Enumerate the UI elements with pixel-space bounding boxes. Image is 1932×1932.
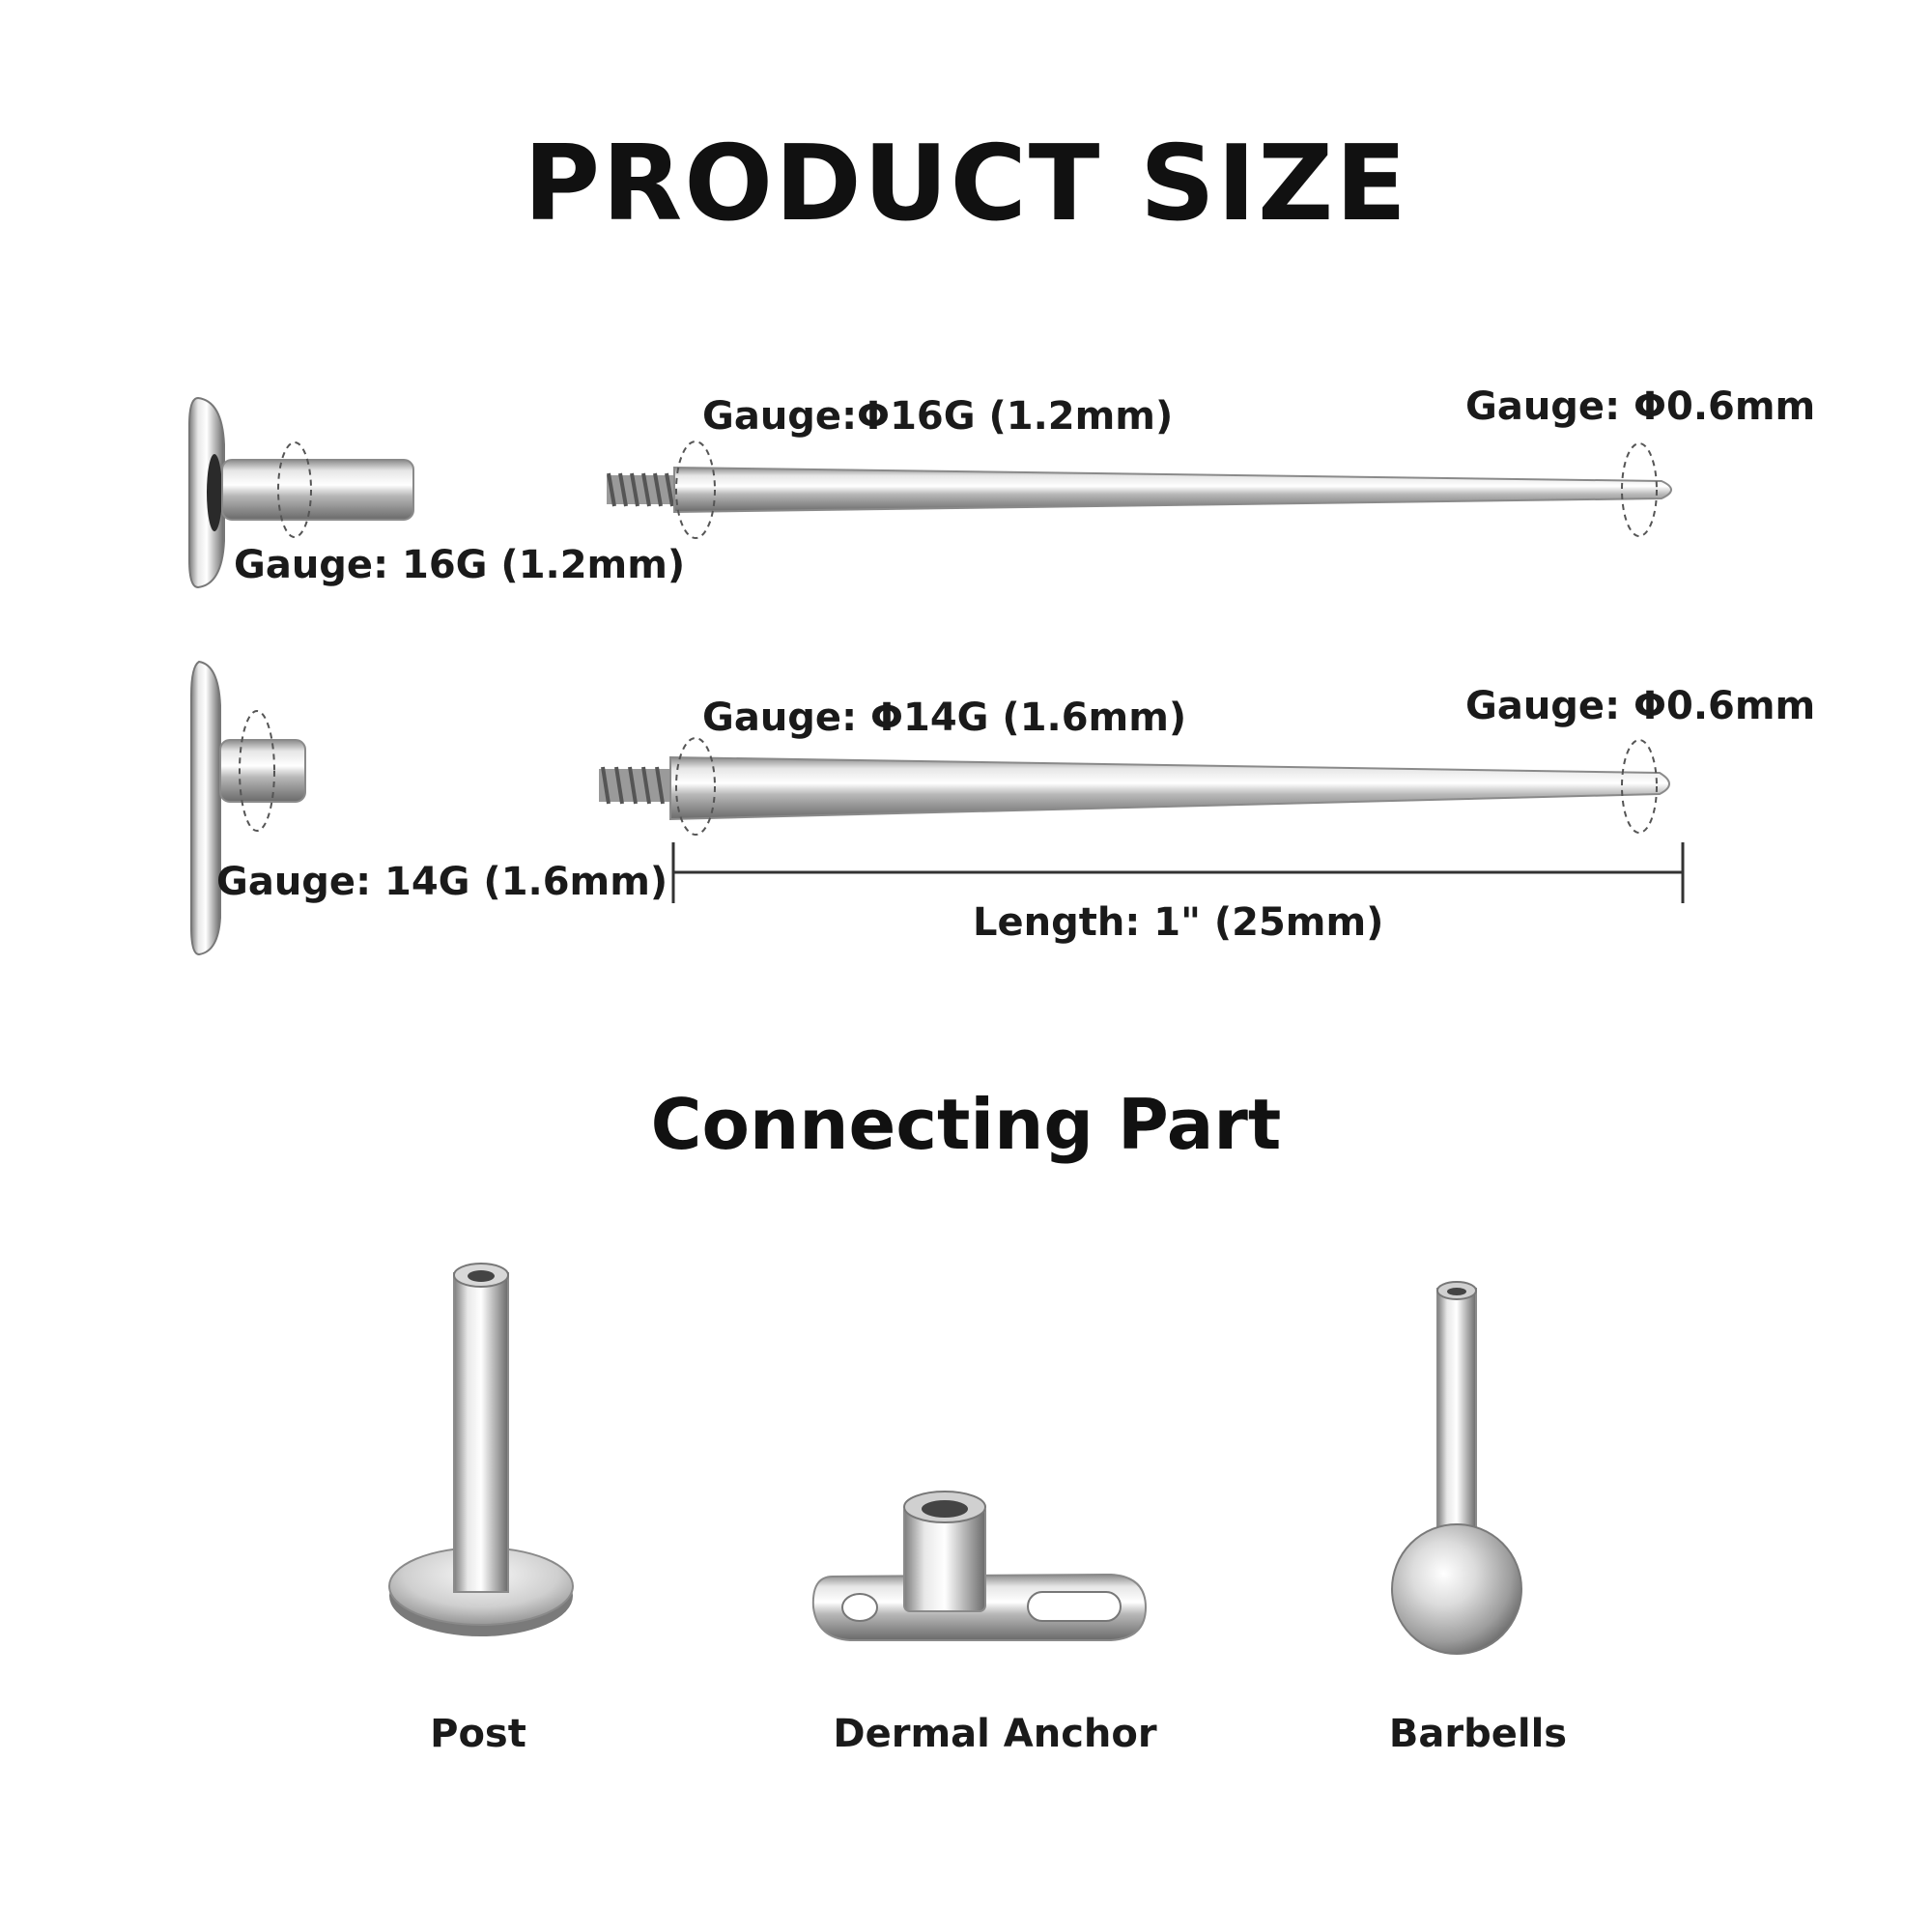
row1-spike-tip-gauge-label: Gauge: Φ0.6mm — [1465, 384, 1816, 429]
part-label-post: Post — [430, 1712, 526, 1756]
row1-disc-gauge-label: Gauge: 16G (1.2mm) — [234, 543, 686, 587]
labret-post-icon — [388, 1263, 574, 1636]
length-dimension-line — [671, 842, 1685, 903]
row1-spike-base-gauge-label: Gauge:Φ16G (1.2mm) — [702, 394, 1174, 439]
page-title: PRODUCT SIZE — [523, 124, 1409, 244]
part-label-barbells: Barbells — [1388, 1712, 1568, 1756]
row2-spike-tip-gauge-label: Gauge: Φ0.6mm — [1465, 684, 1816, 728]
length-label: Length: 1" (25mm) — [973, 900, 1384, 945]
section-title: Connecting Part — [650, 1084, 1282, 1165]
row2-spike-base-gauge-label: Gauge: Φ14G (1.6mm) — [702, 696, 1187, 740]
row1-spike-icon — [607, 440, 1672, 539]
dermal-anchor-icon — [811, 1491, 1148, 1641]
row2-spike-icon — [599, 737, 1670, 836]
row1-flat-disc-icon — [188, 396, 414, 589]
ball-barbell-icon — [1391, 1281, 1522, 1655]
part-label-dermal-anchor: Dermal Anchor — [833, 1712, 1157, 1756]
row2-disc-gauge-label: Gauge: 14G (1.6mm) — [216, 860, 668, 904]
row2-flat-disc-icon — [190, 660, 306, 956]
